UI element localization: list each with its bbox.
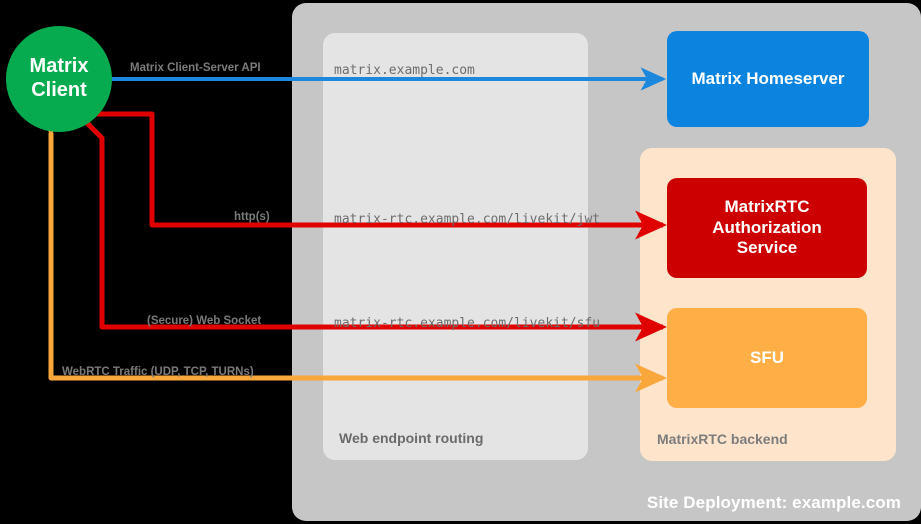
edge-label-sfu-websocket: (Secure) Web Socket xyxy=(147,315,262,327)
node-matrix-client[interactable]: Matrix Client xyxy=(6,26,112,132)
node-matrixrtc-authorization-service[interactable]: MatrixRTC Authorization Service xyxy=(667,178,867,278)
web-endpoint-routing-container: Web endpoint routing xyxy=(323,33,588,460)
edge-label-jwt-http: http(s) xyxy=(234,211,270,223)
matrix-client-label-line2: Client xyxy=(31,79,87,101)
edge-label-webrtc-media: WebRTC Traffic (UDP, TCP, TURNs) xyxy=(62,366,254,378)
site-deployment-label: Site Deployment: example.com xyxy=(646,493,901,512)
matrixrtc-authorization-service-label: MatrixRTC Authorization Service xyxy=(712,197,822,258)
sfu-label: SFU xyxy=(750,347,784,367)
endpoint-label-livekit-jwt: matrix-rtc.example.com/livekit/jwt xyxy=(334,212,601,227)
matrix-homeserver-label: Matrix Homeserver xyxy=(691,68,845,88)
auth-label-line3: Service xyxy=(736,238,798,258)
auth-label-line2: Authorization xyxy=(712,217,822,237)
edge-label-client-server-api: Matrix Client-Server API xyxy=(130,62,261,74)
matrixrtc-backend-label: MatrixRTC backend xyxy=(657,431,788,447)
matrix-client-label-line1: Matrix xyxy=(29,55,89,78)
node-matrix-homeserver[interactable]: Matrix Homeserver xyxy=(667,31,869,127)
endpoint-label-matrix-example-com: matrix.example.com xyxy=(334,63,475,78)
node-sfu[interactable]: SFU xyxy=(667,308,867,408)
auth-label-line1: MatrixRTC xyxy=(724,197,810,217)
web-endpoint-routing-label: Web endpoint routing xyxy=(339,430,484,446)
endpoint-label-livekit-sfu: matrix-rtc.example.com/livekit/sfu xyxy=(334,316,601,331)
